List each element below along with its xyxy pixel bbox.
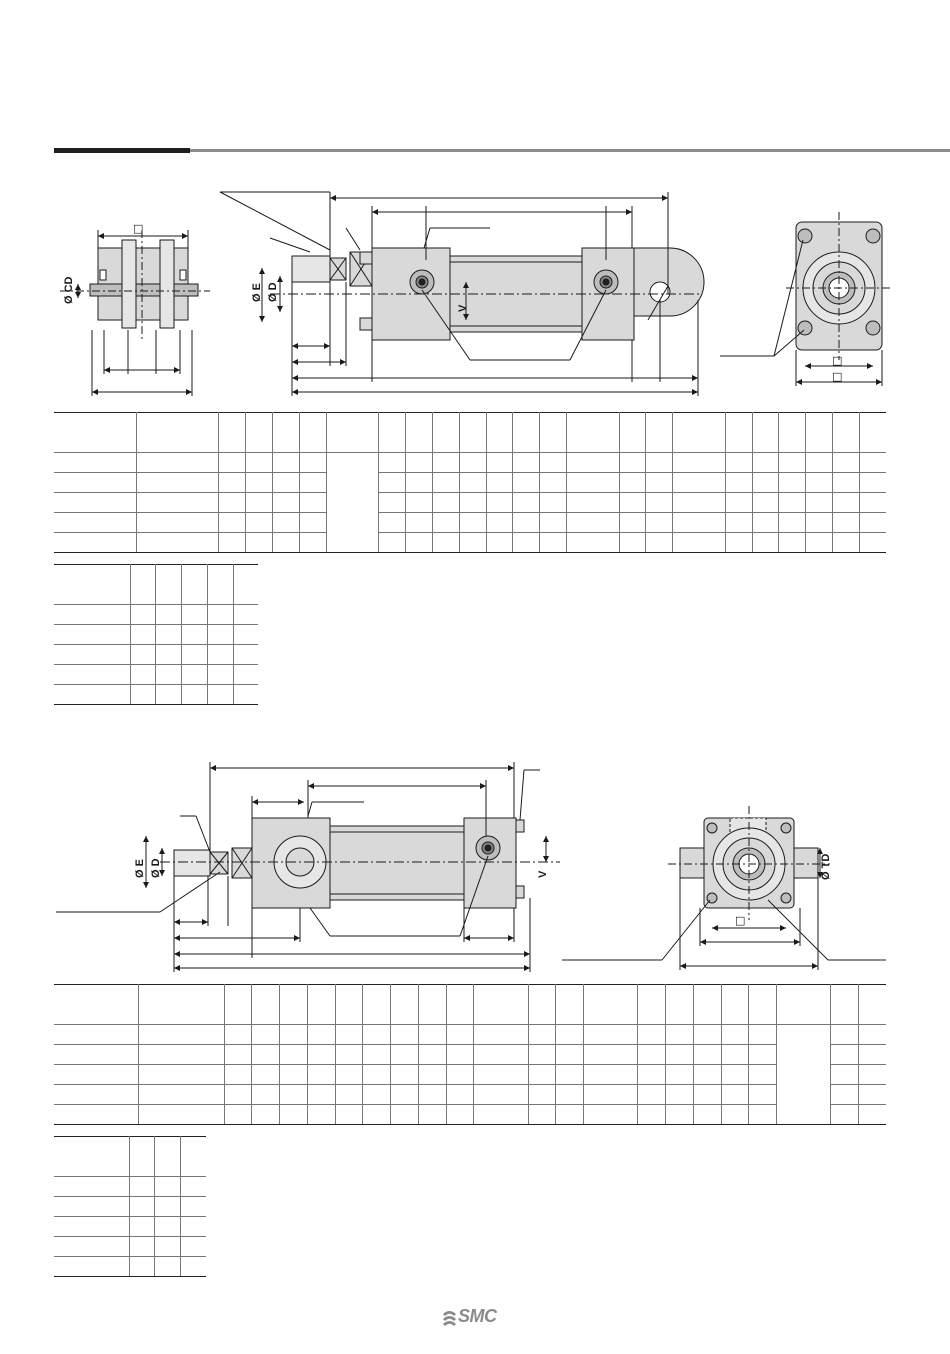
- v-label-bottom: V: [537, 870, 549, 878]
- square-label-end: □: [832, 354, 842, 367]
- brand-logo-icon: [443, 1311, 456, 1326]
- e-label: Ø E: [251, 283, 263, 302]
- dimension-table-2: [54, 564, 258, 705]
- square-label-trunnion: □: [735, 914, 745, 927]
- header-rule-dark: [54, 148, 190, 153]
- v-label: V: [457, 304, 469, 312]
- square-label: □: [133, 222, 143, 235]
- e-label-bottom: Ø E: [134, 859, 146, 878]
- trunnion-side-view: [56, 762, 560, 972]
- header-rule-light: [190, 149, 950, 152]
- dimension-table-4: [54, 1136, 206, 1277]
- d-label-bottom: Ø D: [150, 858, 162, 878]
- td-label: Ø TD: [820, 854, 832, 880]
- cd-label: Ø CD: [63, 276, 75, 304]
- cylinder-end-view: [720, 212, 892, 386]
- dimension-table-3: [54, 984, 886, 1125]
- dimension-table-1: [54, 412, 886, 553]
- square-label-end-outer: □: [832, 370, 842, 383]
- brand-name: SMC: [458, 1306, 497, 1326]
- d-label: Ø D: [267, 282, 279, 302]
- trunnion-end-view: [562, 806, 886, 970]
- cylinder-side-view: [219, 191, 705, 396]
- clevis-side-view: [60, 230, 210, 396]
